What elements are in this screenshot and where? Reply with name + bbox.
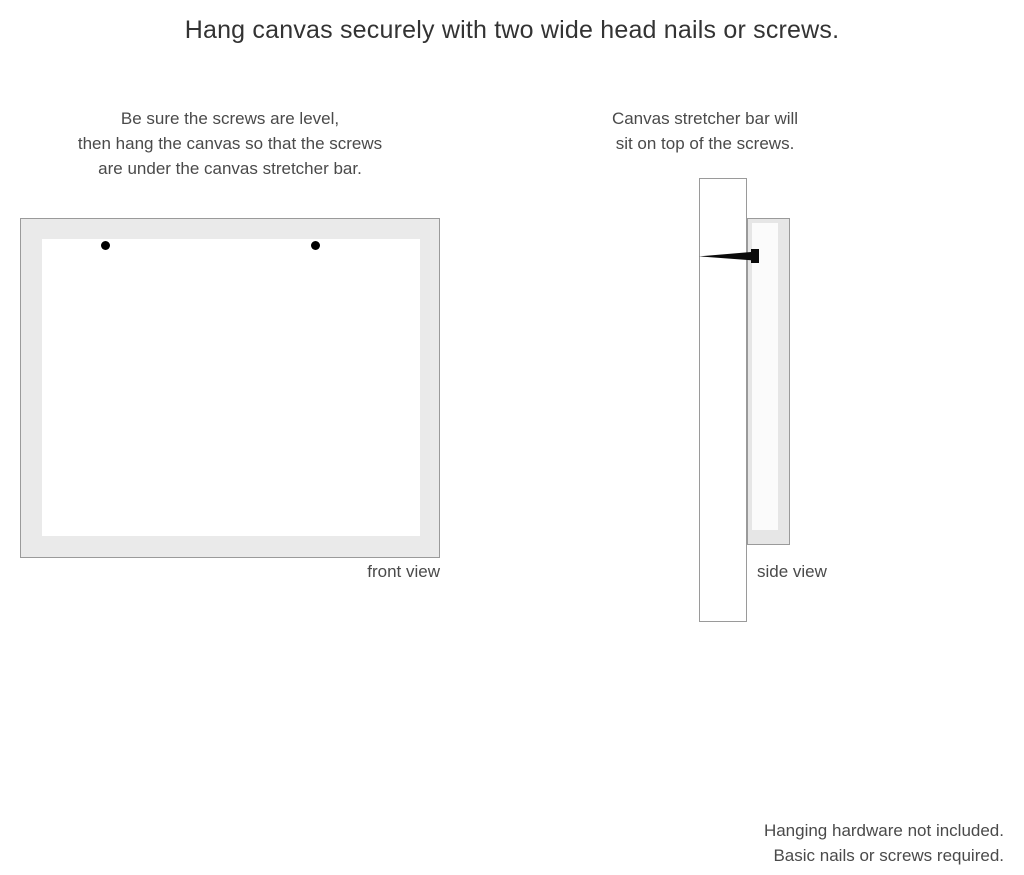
side-view-caption-line-1: Canvas stretcher bar will: [611, 109, 799, 128]
screw-head-left-icon: [101, 241, 110, 250]
front-view-canvas-face: [42, 239, 420, 536]
footer-note: Hanging hardware not included. Basic nai…: [664, 818, 1004, 868]
side-view-stretcher-bar-inner: [752, 223, 778, 530]
side-view-caption-line-2: sit on top of the screws.: [615, 134, 795, 153]
screw-head-right-icon: [311, 241, 320, 250]
front-view-caption-line-1: Be sure the screws are level,: [120, 109, 340, 128]
front-view-caption-line-2: then hang the canvas so that the screws: [77, 134, 383, 153]
front-view-label: front view: [367, 562, 440, 581]
side-view-label: side view: [757, 562, 827, 581]
side-view-screw-icon: [699, 248, 769, 264]
footer-note-line-1: Hanging hardware not included.: [763, 821, 1004, 840]
front-view-canvas-frame: [20, 218, 440, 558]
front-view-caption-line-3: are under the canvas stretcher bar.: [98, 159, 362, 178]
front-view-caption: Be sure the screws are level, then hang …: [20, 106, 440, 181]
page-title: Hang canvas securely with two wide head …: [184, 16, 840, 44]
footer-note-line-2: Basic nails or screws required.: [773, 846, 1004, 865]
side-view-wall: [699, 178, 747, 622]
side-view-diagram: [690, 170, 810, 640]
side-view-caption: Canvas stretcher bar will sit on top of …: [575, 106, 835, 156]
